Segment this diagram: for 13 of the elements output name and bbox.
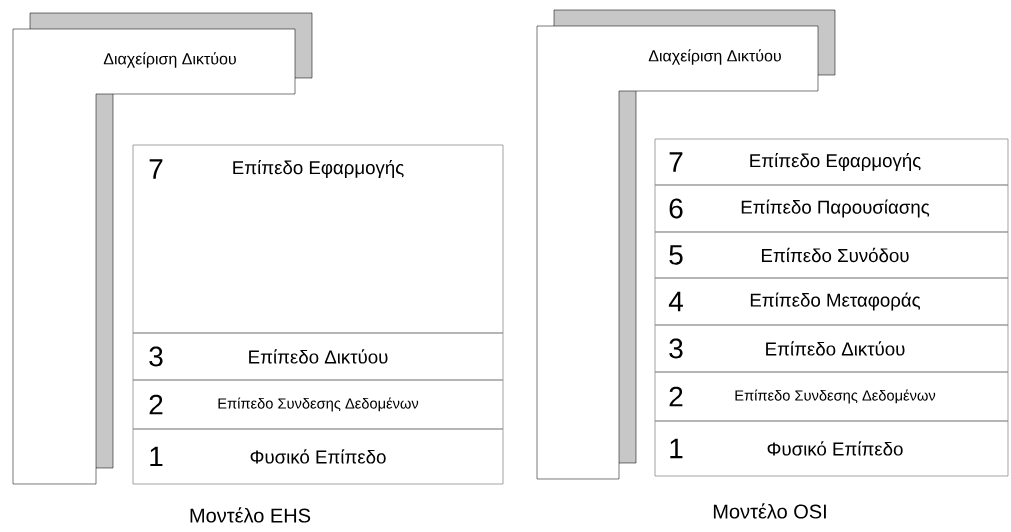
layer-band: 2 Επίπεδο Συνδεσης Δεδομένων xyxy=(132,379,504,430)
layer-band: 5 Επίπεδο Συνόδου xyxy=(654,231,1009,279)
layer-band: 7 Επίπεδο Εφαρμογής xyxy=(132,144,504,334)
layer-band: 4 Επίπεδο Μεταφοράς xyxy=(654,277,1009,326)
layer-band: 2 Επίπεδο Συνδεσης Δεδομένων xyxy=(654,371,1009,422)
caption: Μοντέλο OSI xyxy=(713,503,826,519)
layer-band: 1 Φυσικό Επίπεδο xyxy=(132,428,504,485)
layer-band: 6 Επίπεδο Παρουσίασης xyxy=(654,184,1009,233)
caption: Μοντέλο EHS xyxy=(190,507,311,523)
layer-band: 3 Επίπεδο Δικτύου xyxy=(132,332,504,381)
layer-band: 7 Επίπεδο Εφαρμογής xyxy=(654,138,1009,186)
layer-band: 1 Φυσικό Επίπεδο xyxy=(654,420,1009,477)
layer-band: 3 Επίπεδο Δικτύου xyxy=(654,324,1009,373)
